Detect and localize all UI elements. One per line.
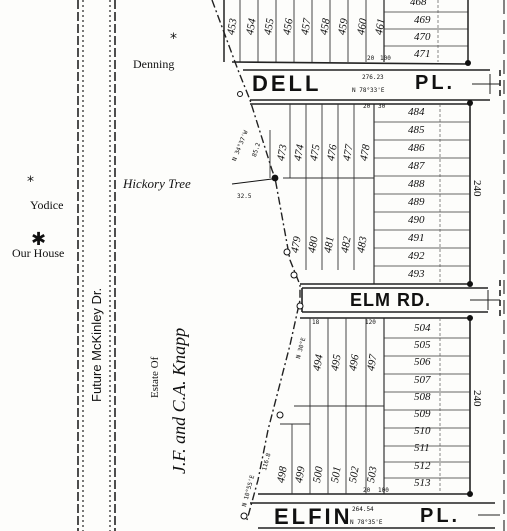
lot-458: 458 (317, 17, 333, 36)
lot-507: 507 (414, 373, 431, 386)
road-dell: DELL (252, 71, 322, 96)
yodice-star-icon: * (27, 174, 34, 190)
lot-480: 480 (305, 235, 321, 254)
road-elfin: ELFIN (274, 504, 353, 529)
lot-491: 491 (408, 232, 425, 244)
mark-twenty-low: 20 (363, 487, 371, 494)
label-hickory-tree: Hickory Tree (123, 176, 191, 191)
lot-482: 482 (338, 235, 354, 254)
lot-471: 471 (414, 48, 431, 60)
denning-star-icon: * (170, 31, 177, 47)
lot-512: 512 (414, 459, 431, 472)
lot-506: 506 (414, 356, 431, 369)
lot-489: 489 (408, 196, 425, 208)
lot-470: 470 (414, 31, 431, 43)
mark-eighteen-low: 18 (312, 319, 320, 326)
lot-485: 485 (408, 124, 425, 136)
mark-one-twenty-low: 120 (365, 319, 376, 326)
lot-474: 474 (291, 143, 307, 162)
mark-hundred-low: 100 (378, 487, 389, 494)
lot-513: 513 (414, 476, 431, 489)
road-elm: ELM RD. (350, 290, 431, 310)
label-future-road: Future McKinley Dr. (89, 287, 104, 402)
lot-510: 510 (414, 425, 431, 438)
dim-dell-length: 276.23 (362, 74, 384, 81)
road-dell-suffix: PL. (415, 72, 456, 94)
road-elfin-suffix: PL. (420, 505, 461, 527)
mark-twenty-top: 20 (367, 55, 375, 62)
dim-side-lower: 240 (471, 390, 483, 407)
mark-hundred-top: 100 (380, 55, 391, 62)
lot-487: 487 (408, 160, 425, 172)
lot-511: 511 (414, 442, 430, 455)
label-yodice: Yodice (30, 198, 64, 212)
lot-504: 504 (414, 322, 431, 334)
lot-476: 476 (324, 143, 340, 162)
lot-478: 478 (357, 143, 373, 162)
lot-508: 508 (414, 390, 431, 403)
label-our-house: Our House (12, 246, 65, 260)
label-estate-line2: J.F. and C.A. Knapp (169, 327, 189, 474)
our-house-star-icon: ✱ (31, 229, 46, 250)
dim-hickory-dist: 32.5 (237, 193, 252, 200)
dim-side-upper: 240 (471, 180, 483, 197)
label-denning: Denning (133, 57, 175, 71)
lot-456: 456 (280, 17, 296, 36)
lot-top-right-partial: 468 (410, 0, 427, 8)
lot-492: 492 (408, 250, 425, 262)
lot-454: 454 (243, 17, 259, 36)
label-estate-line1: Estate Of (149, 356, 161, 398)
lot-509: 509 (414, 408, 431, 420)
lot-469: 469 (414, 14, 431, 26)
lot-486: 486 (408, 142, 425, 154)
lot-490: 490 (408, 214, 425, 226)
dim-dell-bearing: N 78°33'E (352, 87, 385, 94)
dim-elfin-length: 264.54 (352, 506, 374, 513)
mark-twenty-mid: 20 (363, 103, 371, 110)
dim-elfin-bearing: N 78°35'E (350, 519, 383, 526)
lot-493: 493 (408, 268, 425, 280)
lot-460: 460 (354, 17, 370, 36)
lot-484: 484 (408, 106, 425, 118)
mark-thirty-mid: 30 (378, 103, 386, 110)
lot-505: 505 (414, 339, 431, 352)
lot-488: 488 (408, 178, 425, 190)
